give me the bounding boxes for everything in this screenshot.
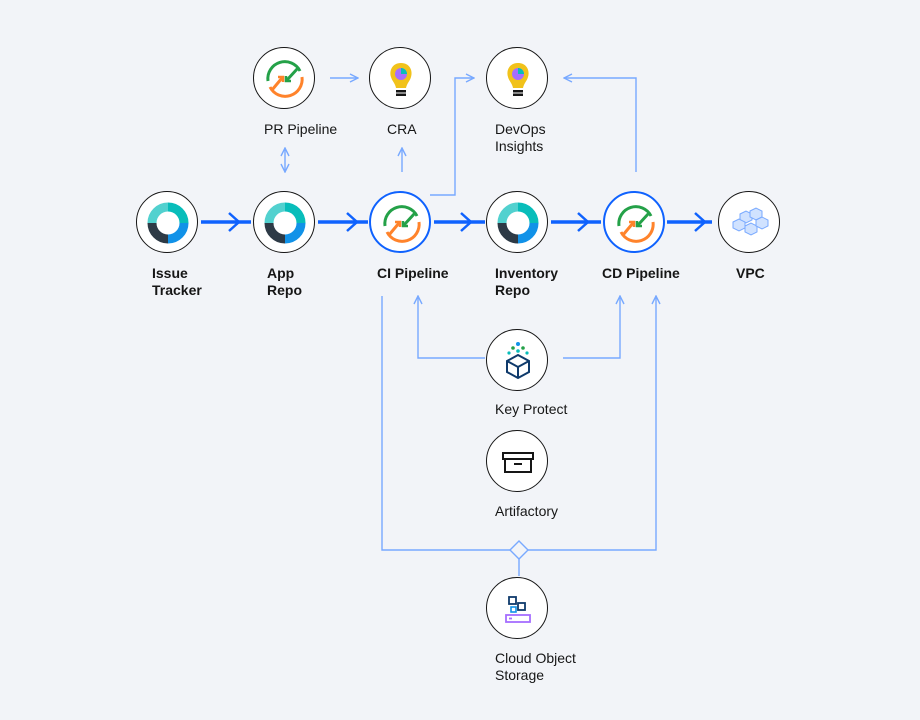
- arrow-head: [228, 212, 241, 232]
- main-flow: [201, 212, 712, 232]
- arrow-head: [577, 212, 590, 232]
- arrow-head: [346, 212, 359, 232]
- drawer-icon: [502, 452, 534, 473]
- pipeline-icon: [383, 205, 421, 243]
- edge-cd-to-insights: [564, 78, 637, 172]
- arrow-head: [460, 212, 473, 232]
- lightbulb-icon: [390, 63, 412, 96]
- side-flow: [285, 78, 656, 576]
- edge-ci-to-storage: [381, 296, 510, 551]
- pipeline-icon: [617, 205, 655, 243]
- pr-pipeline-node: [253, 47, 315, 109]
- app-repo-label: App Repo: [267, 265, 302, 298]
- cd-pipeline-label: CD Pipeline: [602, 265, 680, 281]
- pipeline-icon: [266, 60, 304, 98]
- cloud-object-storage-node: [486, 577, 548, 639]
- inventory-repo-label: Inventory Repo: [495, 265, 559, 298]
- lightbulb-icon: [507, 63, 529, 96]
- app-repo-node: [253, 191, 315, 253]
- cloud-object-storage-label: Cloud Object Storage: [495, 650, 576, 683]
- key-protect-label: Key Protect: [495, 401, 568, 417]
- cubes-icon: [732, 207, 769, 236]
- cra-label: CRA: [387, 121, 417, 137]
- artifactory-label: Artifactory: [495, 503, 559, 519]
- vpc-label: VPC: [736, 265, 765, 281]
- ci-pipeline-node: [369, 191, 431, 253]
- cd-pipeline-node: [603, 191, 665, 253]
- devops-insights-node: [486, 47, 548, 109]
- ci-pipeline-label: CI Pipeline: [377, 265, 449, 281]
- edge-keyprotect-to-cd: [563, 296, 620, 359]
- edge-ci-to-insights: [430, 78, 474, 196]
- repo-ring-icon: [264, 202, 306, 244]
- pr-pipeline-label: PR Pipeline: [264, 121, 338, 137]
- inventory-repo-node: [486, 191, 548, 253]
- key-protect-icon: [506, 342, 530, 380]
- repo-ring-icon: [497, 202, 539, 244]
- storage-icon: [505, 596, 531, 623]
- edge-storage-to-cd: [528, 296, 656, 551]
- vpc-node: [718, 191, 780, 253]
- devops-insights-label: DevOps Insights: [495, 121, 546, 154]
- junction-diamond: [509, 540, 529, 560]
- issue-tracker-node: [136, 191, 198, 253]
- cra-node: [369, 47, 431, 109]
- edge-keyprotect-to-ci: [418, 296, 485, 359]
- key-protect-node: [486, 329, 548, 391]
- repo-ring-icon: [147, 202, 189, 244]
- arrow-head: [694, 212, 707, 232]
- artifactory-node: [486, 430, 548, 492]
- issue-tracker-label: Issue Tracker: [152, 265, 202, 298]
